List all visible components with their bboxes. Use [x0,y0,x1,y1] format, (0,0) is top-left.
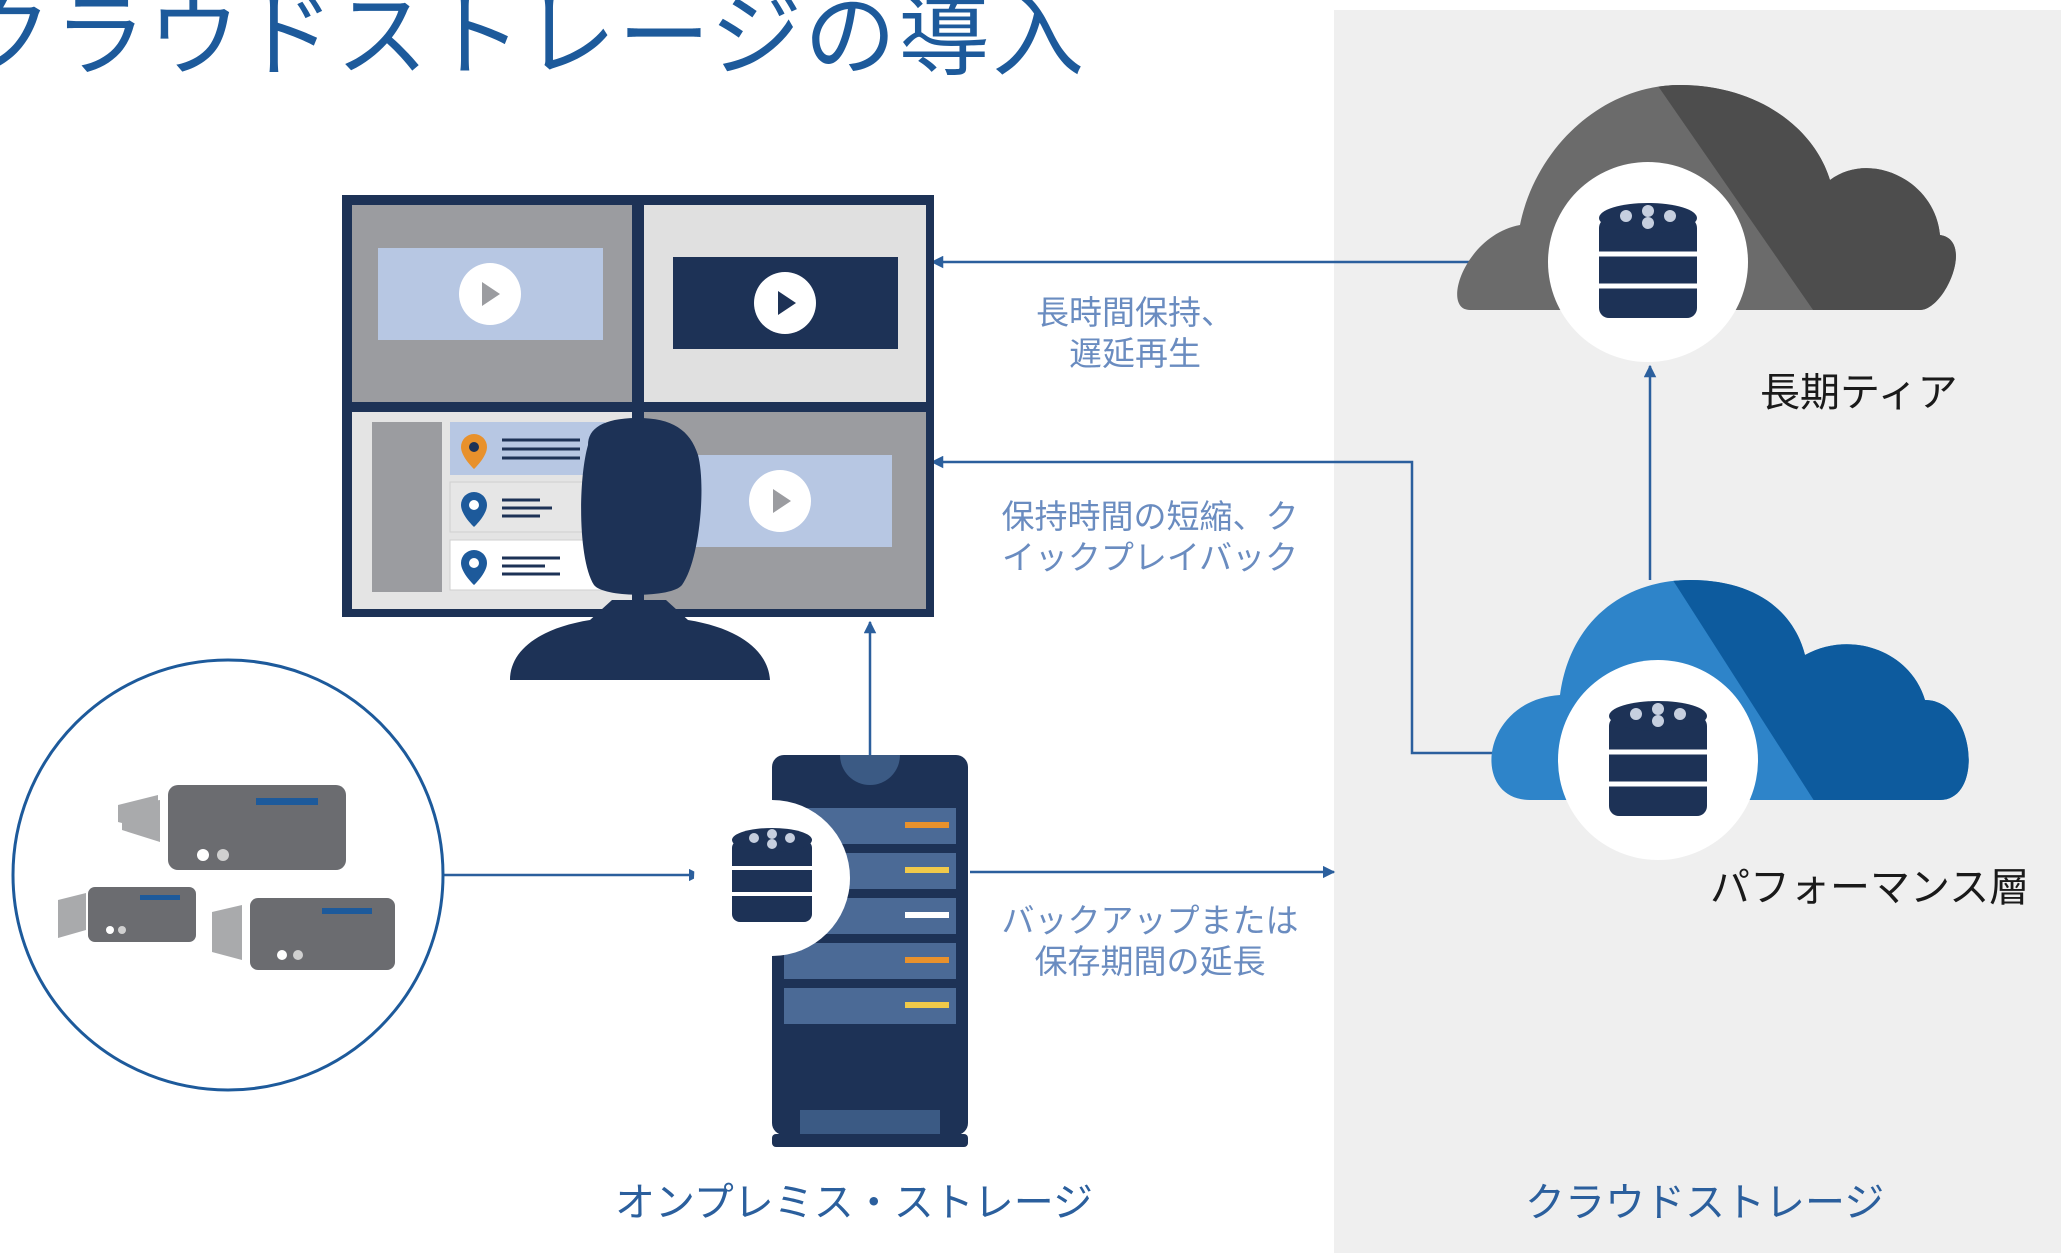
label-short-retention-line2: イックプレイバック [1001,538,1299,577]
label-long-retention-line1: 長時間保持、 [1036,293,1234,332]
location-pin-icon [461,434,487,469]
location-pin-icon [461,550,487,585]
label-backup-line1: バックアップまたは [1001,901,1299,940]
camera-icon [212,898,395,970]
server-rack-icon [694,755,968,1147]
label-short-retention: 保持時間の短縮、ク イックプレイバック [980,496,1320,578]
cloud-icon-performance [1491,580,1969,860]
connectors [440,255,1657,882]
play-icon [459,263,521,325]
label-long-retention: 長時間保持、 遅延再生 [1000,292,1270,374]
play-icon [749,470,811,532]
database-icon [1609,701,1707,816]
label-long-term-tier: 長期ティア [1760,370,1958,416]
cloud-icon-long-term [1457,85,1956,362]
page-title: クラウドストレージの導入 [0,0,1087,90]
label-backup: バックアップまたは 保存期間の延長 [990,900,1310,982]
label-long-retention-line2: 遅延再生 [1069,334,1201,373]
label-on-premises: オンプレミス・ストレージ [615,1180,1093,1226]
database-icon [1599,203,1697,318]
label-short-retention-line1: 保持時間の短縮、ク [1001,497,1299,536]
label-cloud-storage: クラウドストレージ [1525,1180,1885,1226]
play-icon [754,272,816,334]
label-performance-tier: パフォーマンス層 [1710,865,2030,911]
database-icon [732,828,812,922]
camera-icon [58,887,196,942]
camera-group-icon [11,658,445,1092]
label-backup-line2: 保存期間の延長 [1034,942,1266,981]
location-pin-icon [461,492,487,527]
camera-icon [118,785,346,870]
arrow-performance-to-monitor [930,455,1495,755]
user-silhouette-icon [510,418,770,680]
